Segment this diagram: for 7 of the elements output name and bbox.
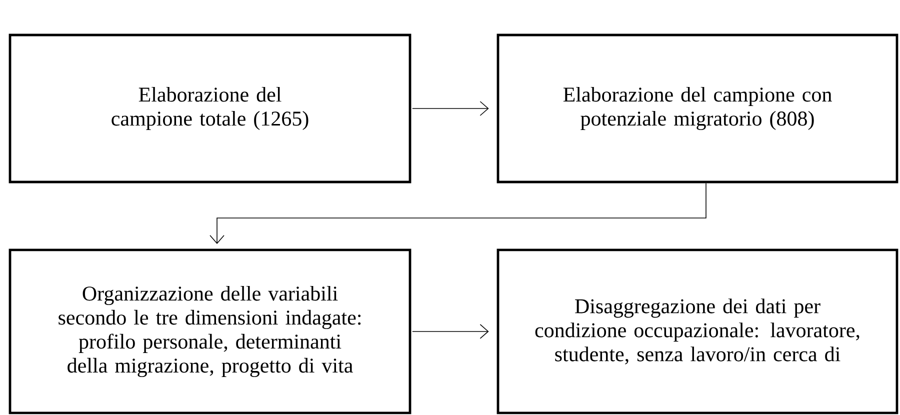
process-box: Elaborazione del campione con potenziale migratorio (808)	[496, 34, 898, 184]
process-box: Elaborazione del campione totale (1265)	[8, 34, 412, 184]
process-box: Disaggregazione dei dati per condizione occupazionale: lavoratore, studente, senza lavoro/in cerca di	[496, 248, 898, 414]
arrow	[210, 182, 706, 244]
arrow	[412, 101, 489, 116]
arrow	[412, 324, 489, 339]
process-box: Organizzazione delle variabili secondo le tre dimensioni indagate: profilo personale, determinanti della migrazione, progetto di vita	[8, 248, 412, 414]
